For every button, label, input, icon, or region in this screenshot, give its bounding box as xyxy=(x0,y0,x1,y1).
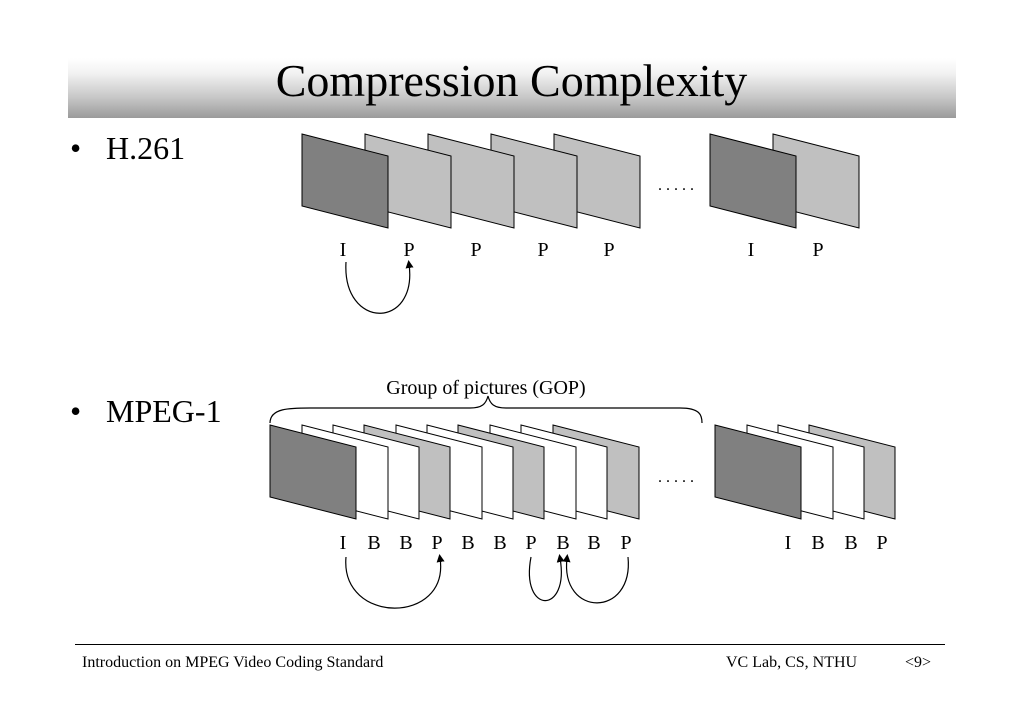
h261-frame-label: P xyxy=(603,239,614,261)
bullet-symbol: • xyxy=(70,393,82,429)
gop-brace xyxy=(269,395,703,424)
h261-frame-label: P xyxy=(537,239,548,261)
h261-frame-label: P xyxy=(403,239,414,261)
footer-divider xyxy=(75,644,945,645)
mpeg1-frame-i xyxy=(269,424,357,520)
mpeg1-frame-label: B xyxy=(461,532,474,554)
h261-prediction-arrow xyxy=(345,260,414,314)
mpeg1-ellipsis: . . . . . xyxy=(658,469,694,486)
footer-page-number: <9> xyxy=(905,654,932,671)
h261-frame-label: P xyxy=(470,239,481,261)
mpeg1-frame-label: B xyxy=(844,532,857,554)
mpeg1-frame-label: B xyxy=(587,532,600,554)
mpeg1-frame-label: B xyxy=(556,532,569,554)
mpeg1-frame-label: P xyxy=(431,532,442,554)
h261-frame-i xyxy=(709,133,797,229)
mpeg1-frame-sequence xyxy=(269,424,896,520)
footer-course-title: Introduction on MPEG Video Coding Standa… xyxy=(82,654,384,671)
bullet-symbol: • xyxy=(70,130,82,166)
mpeg1-frame-label: B xyxy=(399,532,412,554)
gop-label: Group of pictures (GOP) xyxy=(386,377,585,399)
bullet-label-h261: H.261 xyxy=(106,130,186,166)
footer-affiliation: VC Lab, CS, NTHU xyxy=(726,654,858,671)
bullet-mpeg1: • MPEG-1 xyxy=(70,393,222,429)
mpeg1-frame-label: B xyxy=(493,532,506,554)
mpeg1-frame-label: I xyxy=(785,532,792,554)
h261-ellipsis: . . . . . xyxy=(658,177,694,194)
mpeg1-frame-label: P xyxy=(620,532,631,554)
h261-frame-label: I xyxy=(748,239,755,261)
h261-frame-sequence xyxy=(301,133,860,229)
mpeg1-frame-i xyxy=(714,424,802,520)
mpeg1-arrow-i-to-p xyxy=(345,554,445,609)
mpeg1-frame-label: I xyxy=(340,532,347,554)
h261-frame-label: I xyxy=(340,239,347,261)
mpeg1-frame-label: B xyxy=(811,532,824,554)
mpeg1-arrow-p-to-b xyxy=(528,554,565,601)
page-title: Compression Complexity xyxy=(275,55,748,106)
bullet-label-mpeg1: MPEG-1 xyxy=(106,393,222,429)
mpeg1-frame-label: P xyxy=(525,532,536,554)
mpeg1-frame-label: B xyxy=(367,532,380,554)
mpeg1-frame-label: P xyxy=(876,532,887,554)
title-bar-background xyxy=(68,58,956,118)
bullet-h261: • H.261 xyxy=(70,130,185,166)
h261-frame-label: P xyxy=(812,239,823,261)
h261-frame-i xyxy=(301,133,389,229)
mpeg1-arrow-p-to-b-back xyxy=(562,554,629,604)
